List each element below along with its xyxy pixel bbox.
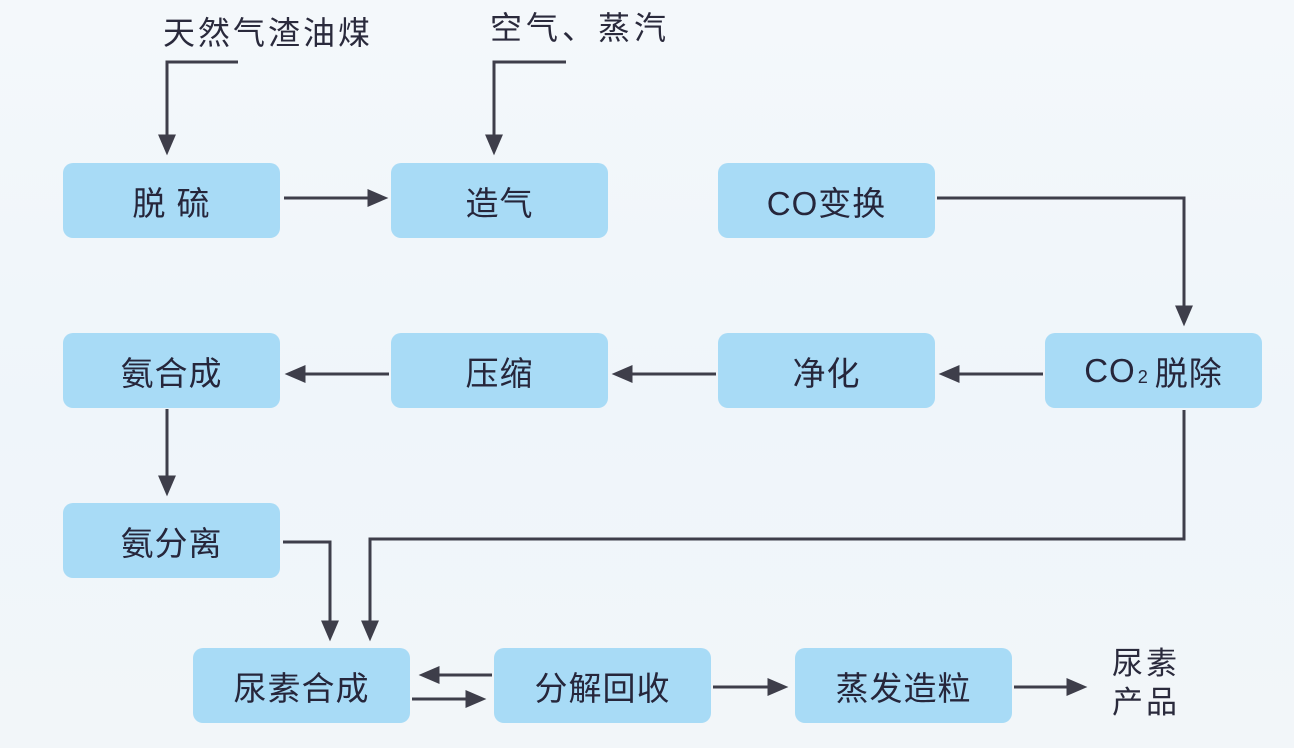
edge-ammonia-separation-to-urea-synthesis [283,540,339,642]
output-label-urea-product: 尿素 产品 [1112,644,1180,722]
co2-label-subscript: 2 [1137,367,1149,388]
node-evaporation-granulation: 蒸发造粒 [795,648,1012,723]
node-decomposition-recovery: 分解回收 [494,648,711,723]
edge-feedstock-to-desulfurization [158,60,238,156]
output-label-line1: 尿素 [1112,646,1180,681]
output-label-line2: 产品 [1112,685,1180,720]
node-ammonia-separation: 氨分离 [63,503,280,578]
edge-co-shift-to-co2-removal [937,196,1193,327]
co2-label-prefix: CO [1084,351,1136,389]
node-gasification: 造气 [391,163,608,238]
edge-air-steam-to-gasification [485,60,566,156]
node-ammonia-synthesis: 氨合成 [63,333,280,408]
input-label-air-steam: 空气、蒸汽 [490,10,671,46]
node-co-shift: CO变换 [718,163,935,238]
input-label-feedstock: 天然气渣油煤 [163,15,374,51]
co2-label-suffix: 脱除 [1154,354,1223,392]
node-purification: 净化 [718,333,935,408]
node-compression: 压缩 [391,333,608,408]
node-urea-synthesis: 尿素合成 [193,648,410,723]
edge-co2-removal-to-urea-synthesis [361,410,1186,642]
node-desulfurization: 脱 硫 [63,163,280,238]
